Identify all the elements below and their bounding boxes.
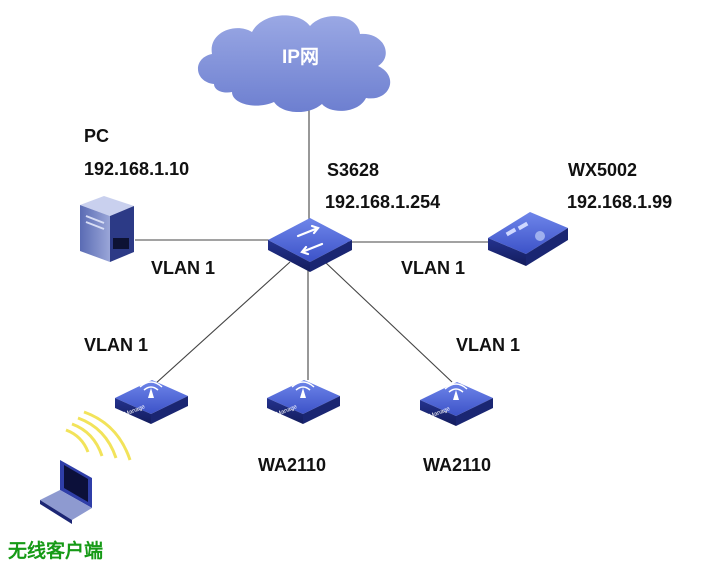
switch-name: S3628 [327, 160, 380, 180]
access-point-icon [115, 380, 188, 424]
ap-middle-name: WA2110 [258, 455, 327, 475]
link-switch-ap-right [324, 261, 453, 383]
ap-right-name: WA2110 [423, 455, 492, 475]
wireless-signal-icon [65, 410, 132, 461]
cloud-icon [197, 15, 391, 113]
vlan-label-ap-right: VLAN 1 [456, 335, 521, 355]
controller-icon [488, 212, 568, 266]
pc-name: PC [84, 126, 110, 146]
laptop-icon [40, 460, 92, 524]
cloud-label: IP网 [282, 47, 319, 68]
pc-ip: 192.168.1.10 [84, 159, 190, 179]
access-point-icon [267, 380, 340, 424]
controller-ip: 192.168.1.99 [567, 192, 673, 212]
access-point-icon [420, 382, 493, 426]
vlan-label-controller: VLAN 1 [401, 258, 466, 278]
wireless-client-label: 无线客户端 [8, 541, 104, 562]
vlan-label-pc: VLAN 1 [151, 258, 216, 278]
vlan-label-ap-left: VLAN 1 [84, 335, 149, 355]
pc-tower-icon [80, 196, 134, 262]
switch-icon [268, 218, 352, 272]
connection-lines [135, 108, 492, 385]
link-switch-ap-left [154, 261, 291, 385]
controller-name: WX5002 [568, 160, 638, 180]
switch-ip: 192.168.1.254 [325, 192, 441, 212]
